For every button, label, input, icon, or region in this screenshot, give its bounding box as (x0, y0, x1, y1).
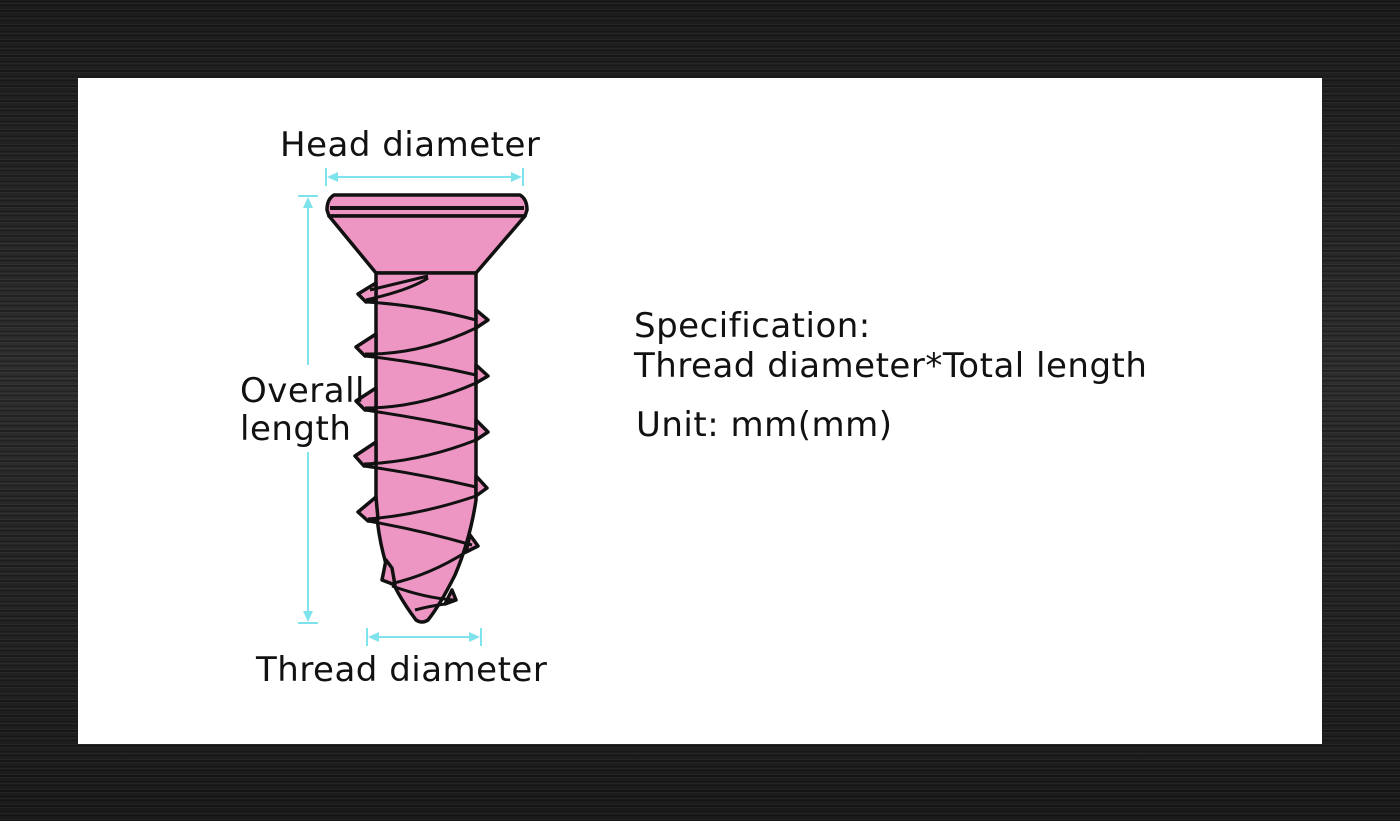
thread-diameter-dimension (366, 628, 482, 646)
head-diameter-label: Head diameter (280, 125, 541, 165)
overall-length-label-line2: length (240, 409, 352, 449)
thread-left-6 (380, 558, 397, 587)
specification-text: Specification: Thread diameter*Total len… (634, 306, 1147, 386)
screw-illustration (325, 193, 529, 624)
overall-length-label: Overall length (240, 372, 370, 448)
screw-head-cap (325, 193, 529, 218)
thread-right-1 (474, 308, 490, 330)
thread-right-4 (474, 474, 489, 498)
overall-length-label-line1: Overall (240, 371, 366, 411)
overall-length-dimension (298, 195, 318, 624)
head-diameter-dimension (325, 168, 524, 186)
thread-right-3 (474, 418, 490, 442)
unit-text: Unit: mm(mm) (636, 405, 893, 445)
thread-right-2 (474, 363, 490, 385)
specification-heading: Specification: (634, 306, 871, 346)
screw-head-cone (327, 214, 527, 275)
specification-format: Thread diameter*Total length (634, 346, 1148, 386)
diagram-panel (78, 78, 1322, 744)
thread-diameter-label: Thread diameter (256, 650, 548, 690)
